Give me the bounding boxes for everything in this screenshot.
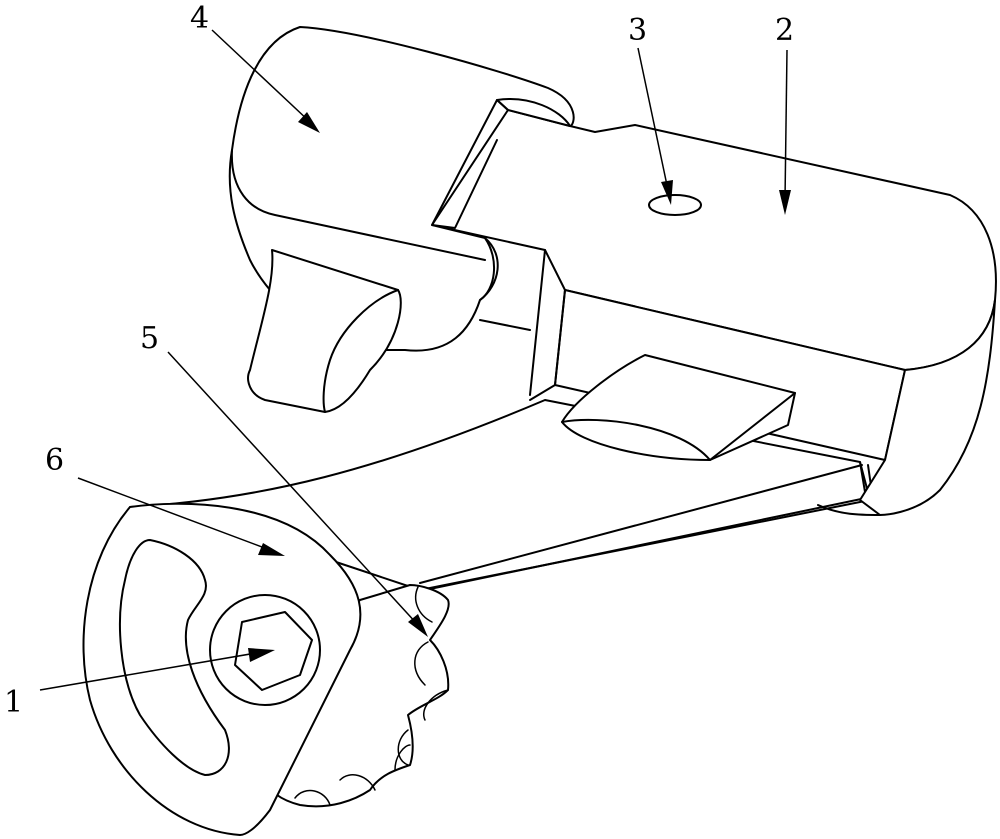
label-1: 1	[4, 685, 23, 720]
toothed-wheel	[264, 584, 450, 808]
left-lug	[247, 249, 402, 413]
label-5: 5	[140, 321, 159, 356]
label-4: 4	[190, 1, 209, 36]
mounting-plate	[82, 502, 362, 836]
label-2: 2	[775, 13, 794, 48]
callout-leaders	[39, 29, 791, 691]
main-housing	[431, 109, 997, 516]
top-hole	[648, 194, 702, 216]
label-3: 3	[628, 13, 647, 48]
front-wedge-lug	[561, 354, 796, 461]
label-6: 6	[45, 443, 64, 478]
